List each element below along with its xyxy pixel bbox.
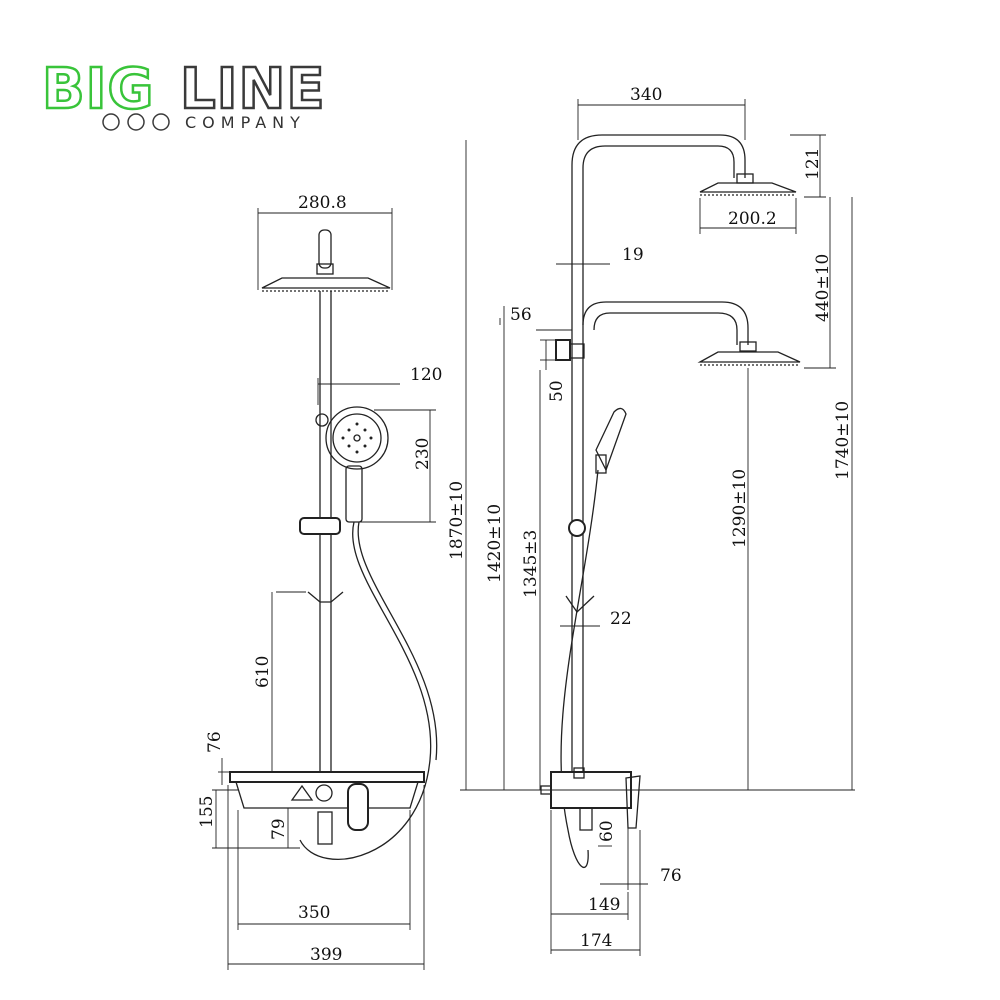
dim-front-arm-offset: 120 (410, 365, 442, 385)
dim-side-bracket-height: 50 (547, 380, 567, 402)
dim-side-outlet-height: 60 (597, 820, 617, 842)
dim-side-handle-depth: 76 (660, 866, 682, 886)
front-shower-head (261, 229, 391, 292)
dim-front-body-height: 155 (197, 796, 217, 828)
dim-side-upper-head-diameter: 200.2 (728, 209, 777, 229)
dim-front-holder-height: 610 (253, 656, 273, 688)
dim-front-inner-width: 350 (298, 903, 330, 923)
dim-side-lower-pipe-diameter: 22 (610, 609, 632, 629)
front-soap-bracket (307, 591, 344, 603)
brand-logo: BIG LINE COMPANY (41, 56, 326, 132)
front-mixer-body (229, 771, 425, 845)
dim-side-height-overall: 1870±10 (447, 481, 467, 560)
dim-side-overall-depth: 174 (580, 931, 612, 951)
logo-text-line: LINE (180, 57, 326, 122)
dim-side-height-upper-outlet: 1420±10 (485, 504, 505, 583)
logo-text-big: BIG (42, 57, 154, 122)
side-hose (560, 469, 599, 869)
side-dimensions: 340 121 200.2 19 56 50 1870±10 1420±10 (447, 85, 855, 956)
logo-circles-icon (102, 113, 170, 131)
dim-front-handshower-height: 230 (413, 438, 433, 470)
dim-side-height-holder: 1345±3 (521, 530, 541, 598)
dim-side-upper-head-height: 1740±10 (833, 401, 853, 480)
side-mixer-body (540, 767, 641, 831)
side-handshower (595, 407, 627, 474)
dim-side-head-drop: 121 (803, 148, 823, 180)
dim-side-arm-reach: 340 (630, 85, 662, 105)
dim-side-pipe-diameter: 19 (622, 245, 644, 265)
dim-front-head-diameter: 280.8 (298, 193, 347, 213)
logo-tagline: COMPANY (185, 113, 306, 132)
side-lower-arm (582, 301, 749, 345)
front-dimensions: 280.8 120 230 610 76 155 79 350 (197, 193, 442, 970)
side-view: 340 121 200.2 19 56 50 1870±10 1420±10 (447, 85, 855, 956)
dim-side-lower-head-height: 1290±10 (730, 469, 750, 548)
side-lower-head (697, 341, 801, 366)
dim-front-overall-width: 399 (310, 945, 342, 965)
front-handshower (315, 406, 389, 523)
dim-front-shelf-height: 76 (205, 731, 225, 753)
front-view: 280.8 120 230 610 76 155 79 350 (197, 193, 442, 970)
side-upper-arm (571, 134, 746, 772)
side-slider-holder (568, 519, 586, 537)
dim-side-body-depth: 149 (588, 895, 620, 915)
front-slider-holder (299, 517, 341, 535)
dim-front-handle-offset: 79 (269, 818, 289, 840)
dim-side-wall-offset: 56 (510, 305, 532, 325)
side-upper-head (699, 173, 797, 196)
dim-side-head-spacing: 440±10 (813, 254, 833, 322)
front-hose (299, 521, 432, 860)
side-soap-bracket (565, 595, 595, 613)
side-wall-bracket (555, 339, 571, 361)
